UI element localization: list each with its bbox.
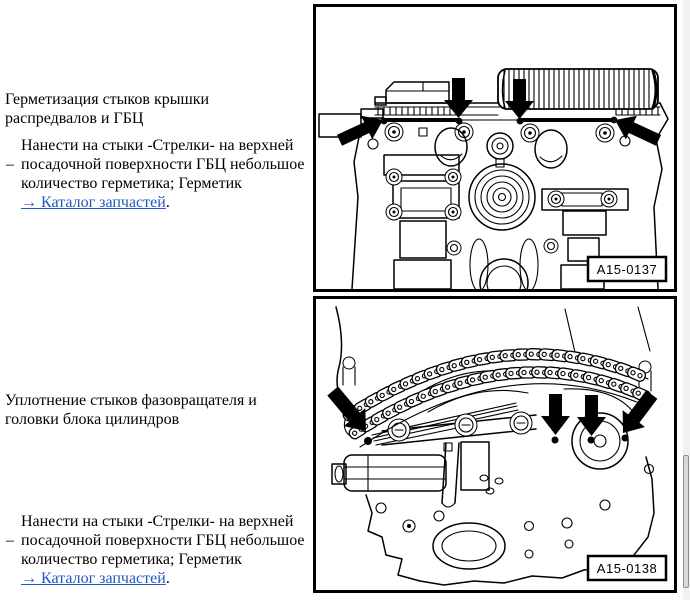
section2-body-line1: Нанести на стыки -Стрелки- на верхней xyxy=(21,513,294,530)
sealant-point-arrows xyxy=(336,78,662,146)
arrow-diagonal-right xyxy=(615,115,662,146)
stud-left xyxy=(342,356,356,386)
arrow-diagonal-left xyxy=(327,386,366,431)
figure-id-text: A15-0137 xyxy=(597,262,657,277)
arrow-diagonal-left xyxy=(336,115,383,146)
cylinder-head-drawing: A15-0137 xyxy=(318,68,669,289)
figure-id-label: A15-0138 xyxy=(586,554,668,582)
bolt-row xyxy=(384,122,615,143)
engine-line-art xyxy=(318,68,669,289)
section2-instruction: – Нанести на стыки -Стрелки- на верхней … xyxy=(5,512,690,588)
section2-heading-line2: головки блока цилиндров xyxy=(5,411,180,428)
figure-chain-cover-sealing: A15-0138 xyxy=(313,296,677,593)
arrow-down-2 xyxy=(505,79,534,119)
parts-catalog-link[interactable]: → Каталог запчастей xyxy=(21,194,166,211)
section2-heading-line1: Уплотнение стыков фазовращателя и xyxy=(5,392,257,409)
arrow-down-1 xyxy=(541,394,570,435)
parts-catalog-link[interactable]: → Каталог запчастей xyxy=(21,570,166,587)
section2-body-line2: посадочной поверхности ГБЦ небольшое xyxy=(21,532,305,549)
section1-body-line1: Нанести на стыки -Стрелки- на верхней xyxy=(21,137,294,154)
section1-instruction: – Нанести на стыки -Стрелки- на верхней … xyxy=(5,136,690,212)
section1-body-line2: посадочной поверхности ГБЦ небольшое xyxy=(21,156,305,173)
arrow-diagonal-right xyxy=(622,390,658,433)
section1-body-line3: количество герметика; Герметик xyxy=(21,175,242,192)
section1-heading-line2: распредвалов и ГБЦ xyxy=(5,110,144,127)
section1-heading-line1: Герметизация стыков крышки xyxy=(5,91,210,108)
arrow-down-2 xyxy=(577,395,606,436)
section1-link-line: → Каталог запчастей. xyxy=(21,193,690,212)
section2-link-line: → Каталог запчастей. xyxy=(21,569,690,588)
link-suffix: . xyxy=(165,194,170,211)
section2-heading: Уплотнение стыков фазовращателя и головк… xyxy=(5,391,257,429)
sealant-point-arrows xyxy=(327,386,658,445)
figure-id-text: A15-0138 xyxy=(597,561,657,576)
engine-line-art xyxy=(331,306,655,586)
timing-chain-drawing: A15-0138 xyxy=(327,306,668,586)
figure-id-label: A15-0137 xyxy=(586,255,668,283)
bolt-row xyxy=(387,411,533,442)
scrollbar-track[interactable] xyxy=(683,0,690,600)
link-suffix: . xyxy=(165,570,170,587)
figure-cylinder-head-sealing: A15-0137 xyxy=(313,4,677,292)
section1-heading: Герметизация стыков крышки распредвалов … xyxy=(5,90,209,128)
list-dash-marker: – xyxy=(6,532,14,549)
section2-body-line3: количество герметика; Герметик xyxy=(21,551,242,568)
camshaft-sprocket xyxy=(497,68,659,110)
scrollbar-thumb[interactable] xyxy=(683,455,689,588)
list-dash-marker: – xyxy=(6,156,14,173)
arrow-down-1 xyxy=(444,78,473,118)
